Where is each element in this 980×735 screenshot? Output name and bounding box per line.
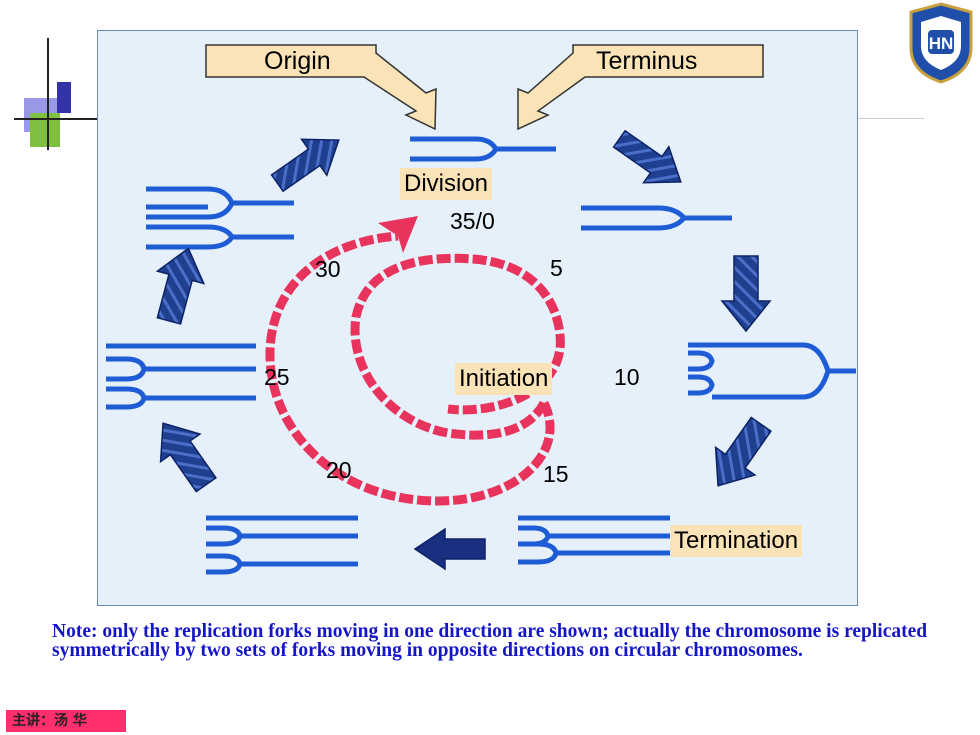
number-35-0: 35/0 [450, 208, 495, 234]
number-30: 30 [315, 256, 341, 282]
fork-bottom-left [206, 515, 358, 575]
block-arrow-right-lower [714, 416, 772, 487]
initiation-label: Initiation [455, 363, 553, 395]
fork-right-top [581, 205, 732, 231]
block-arrow-top-right [612, 129, 682, 184]
note-text: Note: only the replication forks moving … [52, 621, 928, 661]
replication-spiral [350, 253, 565, 440]
block-arrow-right-down [720, 255, 772, 333]
university-logo: HN [905, 0, 977, 84]
number-20: 20 [326, 457, 352, 483]
terminus-callout-arrow [517, 44, 764, 131]
deco-horizontal-line-dark [14, 118, 100, 120]
block-arrow-bottom-left [413, 527, 486, 571]
number-5: 5 [550, 255, 563, 281]
fork-right-middle [688, 342, 856, 400]
block-arrow-left-lower [159, 422, 217, 493]
division-label: Division [400, 168, 493, 200]
lecturer-badge: 主讲：汤 华 [6, 710, 126, 732]
number-10: 10 [614, 364, 640, 390]
spiral-arrowhead [378, 216, 418, 253]
number-25: 25 [264, 364, 290, 390]
fork-left-middle [106, 343, 256, 410]
number-15: 15 [543, 461, 569, 487]
block-arrow-top-left [270, 138, 340, 193]
svg-text:HN: HN [929, 34, 954, 53]
fork-left-top [146, 186, 294, 250]
origin-label: Origin [264, 47, 331, 75]
deco-block-blue [57, 82, 71, 113]
origin-callout-arrow [205, 44, 437, 131]
deco-vertical-line [47, 38, 49, 150]
termination-label: Termination [670, 525, 803, 557]
fork-division [410, 136, 556, 162]
block-arrow-left-up [155, 247, 206, 325]
terminus-label: Terminus [596, 47, 698, 75]
diagram-graphics [106, 44, 856, 575]
replication-diagram: Origin Terminus Division 35/0 5 30 25 In… [97, 30, 858, 606]
spiral-outer-arc [265, 231, 555, 506]
fork-bottom-right [518, 515, 670, 565]
